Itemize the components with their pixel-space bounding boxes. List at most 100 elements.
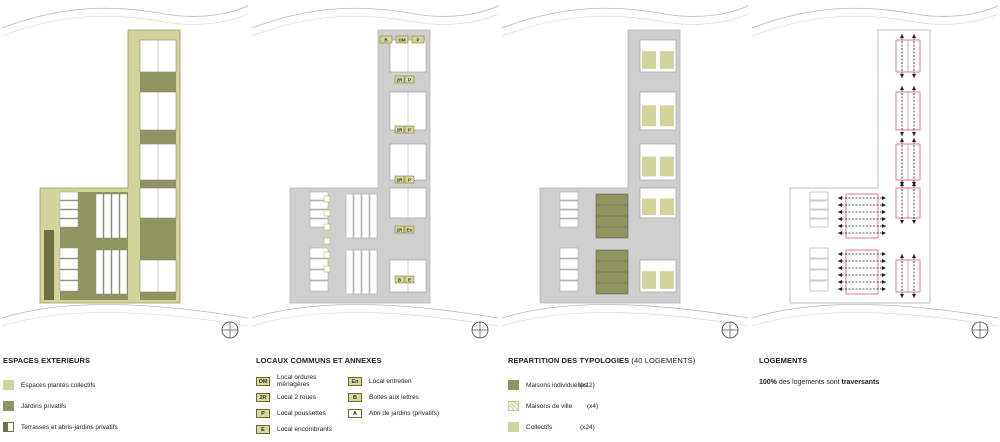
arrowhead-icon [882, 196, 886, 200]
swatch-private-gardens [3, 401, 14, 411]
house-unit [345, 249, 354, 295]
arrowhead-icon [912, 182, 916, 186]
arrowhead-icon [912, 254, 916, 258]
arrowhead-icon [882, 224, 886, 228]
small-building [809, 218, 829, 228]
code-badge: En [348, 376, 362, 386]
legend-label: Abri de jardins (privatifs) [369, 409, 440, 417]
road-line [501, 13, 749, 37]
house-row-outline [845, 249, 879, 295]
legend-exterior-spaces: ESPACES EXTERIEURS Espaces plantés colle… [3, 356, 243, 442]
collective-unit [660, 271, 674, 289]
arrowhead-icon [882, 259, 886, 263]
code-badge: B [348, 392, 362, 402]
house-unit [361, 249, 370, 295]
small-building [809, 200, 829, 210]
arrowhead-icon [912, 294, 916, 298]
legend-item: Jardins privatifs [3, 400, 243, 412]
arrowhead-icon [838, 210, 842, 214]
legend-dwellings: LOGEMENTS 100% des logements sont traver… [759, 356, 995, 386]
arrowhead-icon [838, 196, 842, 200]
arrowhead-icon [912, 86, 916, 90]
code-tag [404, 225, 415, 234]
legend-label: Terrasses et abris-jardins privatifs [21, 423, 118, 431]
house-unit [95, 249, 104, 295]
small-building [809, 258, 829, 270]
small-building [559, 269, 579, 281]
arrowhead-icon [882, 273, 886, 277]
code-tag [404, 125, 415, 134]
code-badge: OM [256, 376, 270, 386]
code-tag-label: P [416, 38, 419, 43]
note-strong: traversants [841, 379, 880, 386]
legend-item: OM Local ordures ménagères [256, 374, 348, 388]
road-line [1, 312, 249, 327]
garden-shed-tag [323, 209, 331, 217]
code-tag [404, 75, 415, 84]
code-tag-label: 2R [397, 228, 404, 233]
collective-unit [642, 51, 656, 69]
arrowhead-icon [838, 266, 842, 270]
road-line [1, 5, 249, 29]
collective-unit [660, 51, 674, 69]
small-building [59, 218, 79, 228]
small-building [59, 247, 79, 259]
small-building [809, 269, 829, 281]
arrowhead-icon [838, 203, 842, 207]
code-tag [404, 175, 415, 184]
legend-item: Collectifs (x24) [508, 421, 748, 433]
collective-unit [660, 198, 674, 215]
legend-item: Maisons de ville (x4) [508, 400, 748, 412]
road-line [1, 304, 249, 319]
arrowhead-icon [882, 287, 886, 291]
legend-item: Terrasses et abris-jardins privatifs [3, 421, 243, 433]
garden-shed-tag [323, 223, 331, 231]
house-unit [353, 193, 362, 239]
arrowhead-icon [838, 231, 842, 235]
small-building [559, 218, 579, 228]
house-unit [353, 249, 362, 295]
small-building [309, 280, 329, 292]
small-building [309, 218, 329, 228]
arrowhead-icon [900, 74, 904, 78]
arrowhead-icon [912, 220, 916, 224]
arrowhead-icon [900, 86, 904, 90]
road-line [1, 13, 249, 37]
arrowhead-icon [882, 280, 886, 284]
legend-label: Jardins privatifs [21, 402, 67, 410]
small-building [559, 247, 579, 259]
road-line [501, 304, 749, 319]
percent-value: 100% [759, 379, 777, 386]
garden-shed-tag [323, 251, 331, 259]
legend-count: (x4) [587, 402, 599, 410]
legend-item: E Local encombrants [256, 423, 348, 435]
legend-item: 2R Local 2 roues [256, 391, 348, 403]
house-unit [369, 249, 378, 295]
arrowhead-icon [900, 138, 904, 142]
through-dwellings-note: 100% des logements sont traversants [759, 379, 995, 386]
code-tag [394, 125, 405, 134]
code-tag-label: P [408, 178, 411, 183]
small-building [809, 191, 829, 201]
legend-label: Local entretien [369, 377, 412, 385]
arrowhead-icon [912, 74, 916, 78]
arrowhead-icon [838, 280, 842, 284]
arrowhead-icon [838, 273, 842, 277]
arrowhead-icon [882, 217, 886, 221]
small-building [559, 280, 579, 292]
road-line [251, 312, 499, 327]
legend-typologies: REPARTITION DES TYPOLOGIES (40 LOGEMENTS… [508, 356, 748, 442]
garden-shed-tag [323, 237, 331, 245]
house-unit [119, 193, 128, 239]
legend-subtitle: (40 LOGEMENTS) [631, 356, 696, 365]
legend-title: LOGEMENTS [759, 356, 808, 365]
small-building [809, 280, 829, 292]
code-tag [404, 275, 415, 284]
arrowhead-icon [900, 132, 904, 136]
house-unit [111, 249, 120, 295]
road-line [751, 312, 999, 327]
arrowhead-icon [882, 210, 886, 214]
note-text: des logements sont [776, 379, 842, 386]
arrowhead-icon [912, 132, 916, 136]
small-building [309, 200, 329, 210]
